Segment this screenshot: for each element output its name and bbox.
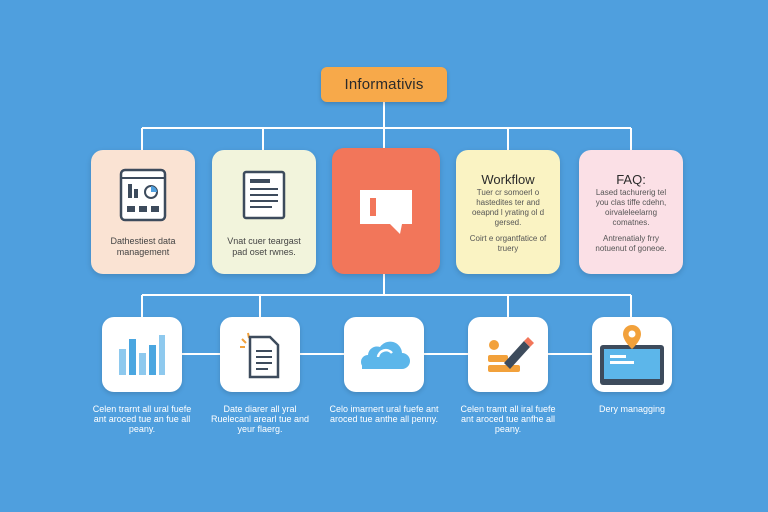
tile-tools	[468, 317, 548, 392]
card-body-text: Lased tachurerig tel you clas tiffe cdeh…	[595, 188, 667, 227]
card-caption: Vnat cuer teargast pad oset rwnes.	[227, 236, 301, 257]
card-workflow: Workflow Tuer cr somoerl o hastedites te…	[456, 150, 560, 274]
monitor-location-icon	[600, 325, 664, 385]
dashboard-window-icon	[119, 168, 167, 222]
tile-caption: Date diarer all yral Ruelecanl arearl tu…	[210, 404, 310, 434]
tile-bar-chart	[102, 317, 182, 392]
card-document: Vnat cuer teargast pad oset rwnes.	[212, 150, 316, 274]
card-title: Workflow	[481, 172, 535, 187]
file-document-icon	[240, 332, 280, 379]
card-data-management: Dathestiest data management	[91, 150, 195, 274]
tile-caption: Celo imarnert ural fuefe ant aroced tue …	[329, 404, 439, 424]
chat-bubble-icon	[360, 190, 412, 234]
diagram-title-text: Informativis	[344, 76, 424, 93]
card-caption: Dathestiest data management	[110, 236, 176, 257]
card-title: FAQ:	[616, 172, 646, 187]
diagram-title: Informativis	[321, 67, 447, 102]
card-body-text-secondary: Antrenatialy frry notuenut of goneoe.	[595, 234, 667, 253]
card-chat-highlight	[332, 148, 440, 274]
tile-monitor	[592, 317, 672, 392]
tile-caption: Celen trarnt all ural fuefe ant aroced t…	[92, 404, 192, 434]
card-body-text: Tuer cr somoerl o hastedites ter and oea…	[471, 188, 545, 227]
tile-document	[220, 317, 300, 392]
card-faq: FAQ: Lased tachurerig tel you clas tiffe…	[579, 150, 683, 274]
bar-chart-icon	[119, 335, 165, 375]
tile-caption: Celen tramt all iral fuefe ant aroced tu…	[460, 404, 556, 434]
document-icon	[242, 170, 286, 220]
card-body-text-secondary: Coirt e organtfatice of truery	[469, 234, 547, 253]
tile-caption: Dery managging	[598, 404, 666, 414]
pencil-tools-icon	[488, 337, 534, 372]
tile-cloud	[344, 317, 424, 392]
cloud-icon	[361, 341, 410, 369]
